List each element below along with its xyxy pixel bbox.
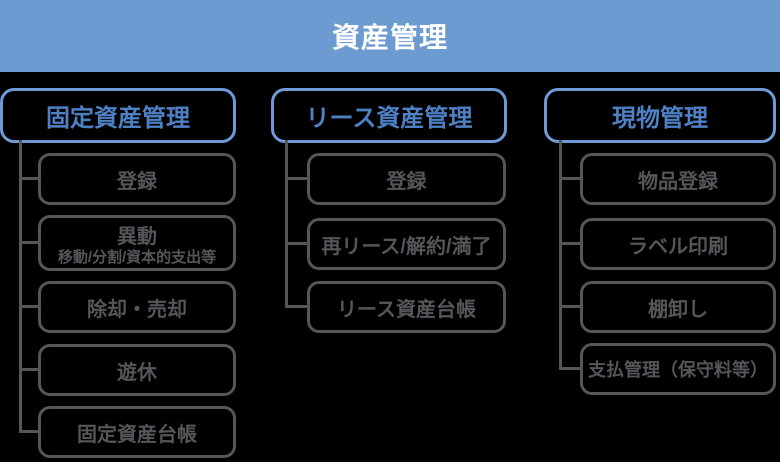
node-label: 物品登録 [638,170,718,193]
branch-header-physical-management: 現物管理 [544,88,776,143]
root-node-asset-management: 資産管理 [0,0,780,72]
node-label: 除却・売却 [87,298,187,321]
connector-line [285,305,309,308]
node-label-printing: ラベル印刷 [580,218,776,270]
connector-line [285,140,288,308]
branch-header-lease-asset-management: リース資産管理 [271,88,507,143]
node-label: リース資産台帳 [337,298,476,321]
node-lease-registration: 登録 [307,153,506,205]
connector-line [19,305,41,308]
connector-line [19,430,41,433]
node-fixed-asset-idle: 遊休 [38,344,236,396]
node-fixed-asset-registration: 登録 [38,153,236,205]
node-fixed-asset-retirement-sale: 除却・売却 [38,281,236,333]
node-goods-registration: 物品登録 [580,153,776,205]
connector-line [19,140,22,433]
node-label: 異動 [117,225,157,248]
connector-line [19,368,41,371]
connector-line [19,241,41,244]
connector-line [285,242,309,245]
branch-header-label: リース資産管理 [305,105,473,132]
connector-line [559,242,582,245]
node-payment-management: 支払管理（保守料等） [580,343,776,395]
connector-line [19,177,41,180]
branch-header-label: 現物管理 [612,105,708,132]
node-label: 登録 [386,170,427,193]
node-label: 登録 [117,170,157,193]
node-lease-asset-ledger: リース資産台帳 [307,281,506,333]
node-label: 再リース/解約/満了 [321,235,492,258]
branch-header-fixed-asset-management: 固定資産管理 [0,88,236,143]
node-fixed-asset-transfer: 異動 移動/分割/資本的支出等 [38,215,236,271]
connector-line [559,305,582,308]
connector-line [559,367,582,370]
connector-line [559,140,562,370]
node-label: 支払管理（保守料等） [588,360,768,380]
connector-line [285,177,309,180]
node-label: ラベル印刷 [628,235,728,258]
node-lease-renewal-cancellation-expiry: 再リース/解約/満了 [307,218,506,270]
node-fixed-asset-ledger: 固定資産台帳 [38,406,236,458]
node-sublabel: 移動/分割/資本的支出等 [57,248,217,266]
node-stocktaking: 棚卸し [580,281,776,333]
branch-header-label: 固定資産管理 [46,105,190,132]
node-label: 遊休 [117,361,157,384]
node-label: 固定資産台帳 [77,423,197,446]
node-label: 棚卸し [648,298,708,321]
diagram-title: 資産管理 [331,22,448,53]
connector-line [559,177,582,180]
